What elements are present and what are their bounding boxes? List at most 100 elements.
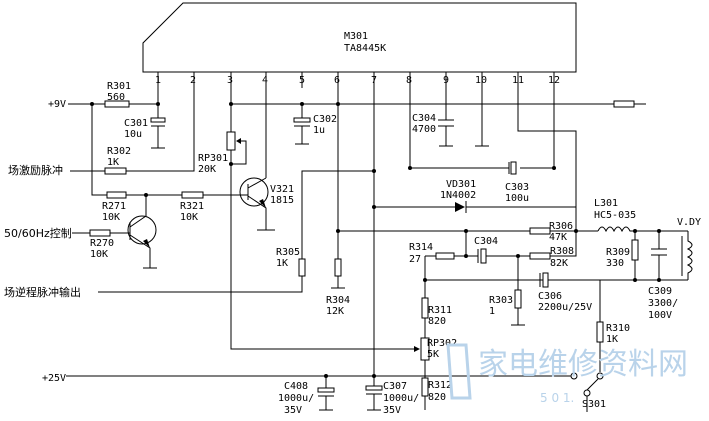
rp301-body [226,131,236,151]
c408-value2: 35V [284,405,302,416]
l301-ref: L301 [594,198,618,209]
r301-ref: R301 [107,81,131,92]
r309-value: 330 [606,258,624,269]
r301-body [104,100,130,108]
l301-value: HC5-035 [594,210,636,221]
r270-ref: R270 [90,238,114,249]
pin10-ground [475,88,489,147]
field-drive-label: 场激励脉冲 [8,163,63,177]
c302-value: 1u [313,125,325,136]
vd301-ref: VD301 [446,179,476,190]
c306-value: 2200u/25V [538,302,592,313]
ic-pin-numbers: 1 2 3 4 5 6 7 8 9 10 11 12 [155,75,560,86]
r306-value: 47K [549,232,567,243]
r311-ref: R311 [428,305,452,316]
r271-r321: R271 10K R321 10K [102,191,248,223]
hz-control-stage: 50/60Hz控制 R270 10K [4,195,157,269]
vcc25-label: +25V [42,373,66,384]
c303: C303 100u [505,161,529,204]
r302-value: 1K [107,157,119,168]
r305-ref: R305 [276,247,300,258]
c303-value: 100u [505,193,529,204]
v321-value: 1815 [270,195,294,206]
r270-value: 10K [90,249,108,260]
c309-value1: 3300/ [648,298,678,309]
c302: C302 1u [293,104,337,145]
c302-ref: C302 [313,114,337,125]
c301-ref: C301 [124,118,148,129]
rp301-v321: RP301 20K V321 1815 [198,88,294,231]
c304a-ref: C304 [412,113,436,124]
s301-ref: S301 [582,399,606,410]
ic-m301: M301 TA8445K 1 2 3 4 5 6 7 8 9 10 11 12 [142,2,577,88]
pin3-bus [229,88,646,108]
vcc9-label: +9V [48,99,66,110]
r304-ref: R304 [326,295,350,306]
c304b-ref: C304 [474,236,498,247]
field-drive-input: 场激励脉冲 R302 1K [8,88,195,177]
r302-ref: R302 [107,146,131,157]
r311-rp302-r312: R311 820 RP302 5K R312 820 [230,164,457,410]
r321-ref: R321 [180,201,204,212]
flyback-out-label: 场逆程脉冲输出 [4,285,81,299]
vdy-label: V.DY [677,217,701,228]
r303-ref: R303 [489,295,513,306]
r305-value: 1K [276,258,288,269]
watermark-text: 家电维修资料网 [478,347,688,382]
c408-value1: 1000u/ [278,393,314,404]
r310-s301: R310 1K S301 [570,280,630,412]
vcc25-rail: +25V C408 1000u/ 35V C307 1000u/ 35V [42,373,571,416]
c408-ref: C408 [284,381,308,392]
ic-pin-2: 2 [190,75,196,86]
ic-pin-4: 4 [262,75,268,86]
r301-value: 560 [107,92,125,103]
vd301: VD301 1N4002 [374,179,576,213]
ic-pin-10: 10 [475,75,487,86]
flyback-output: 场逆程脉冲输出 R305 1K [4,170,374,299]
c309-ref: C309 [648,286,672,297]
r311-value: 820 [428,316,446,327]
c301-value: 10u [124,129,142,140]
r314-ref: R314 [409,242,433,253]
feedback-network: R314 27 C304 R308 82K [409,229,578,269]
r309-ref: R309 [606,247,630,258]
rp301-value: 20K [198,164,216,175]
r303-c306: R303 1 C306 2200u/25V [489,256,592,326]
hz-transistor-body [127,215,157,245]
r321-value: 10K [180,212,198,223]
c303-ref: C303 [505,182,529,193]
c306-ref: C306 [538,291,562,302]
r312-value: 820 [428,392,446,403]
r304: R304 12K [326,88,350,317]
c307-value2: 35V [383,405,401,416]
r271-ref: R271 [102,201,126,212]
ic-pin-6: 6 [334,75,340,86]
hz-control-label: 50/60Hz控制 [4,226,72,240]
v321-body [239,177,269,207]
vcc9-rail: +9V R301 560 C301 10u [48,81,166,196]
rp301-ref: RP301 [198,153,228,164]
bus-resistor-body [613,100,635,108]
c307-ref: C307 [383,381,407,392]
r310-value: 1K [606,334,618,345]
ic-pin-3: 3 [227,75,233,86]
rp302-value: 5K [427,349,439,360]
watermark: 家电维修资料网 5 0 1. [446,343,688,405]
r303-value: 1 [489,306,495,317]
v321-ref: V321 [270,184,294,195]
rp302-ref: RP302 [427,338,457,349]
c304-a: C304 4700 [412,88,454,147]
r308-value: 82K [550,258,568,269]
r308-ref: R308 [550,246,574,257]
ic-part-label: TA8445K [344,43,386,54]
yoke-output: R306 47K L301 HC5-035 R309 330 C309 3300… [338,198,701,321]
c307-value1: 1000u/ [383,393,419,404]
r310-ref: R310 [606,323,630,334]
c309-value2: 100V [648,310,672,321]
r271-value: 10K [102,212,120,223]
c301-body [150,117,166,123]
pin11-wire [517,88,577,218]
ic-ref-label: M301 [344,31,368,42]
watermark-url: 5 0 1. [540,391,574,405]
